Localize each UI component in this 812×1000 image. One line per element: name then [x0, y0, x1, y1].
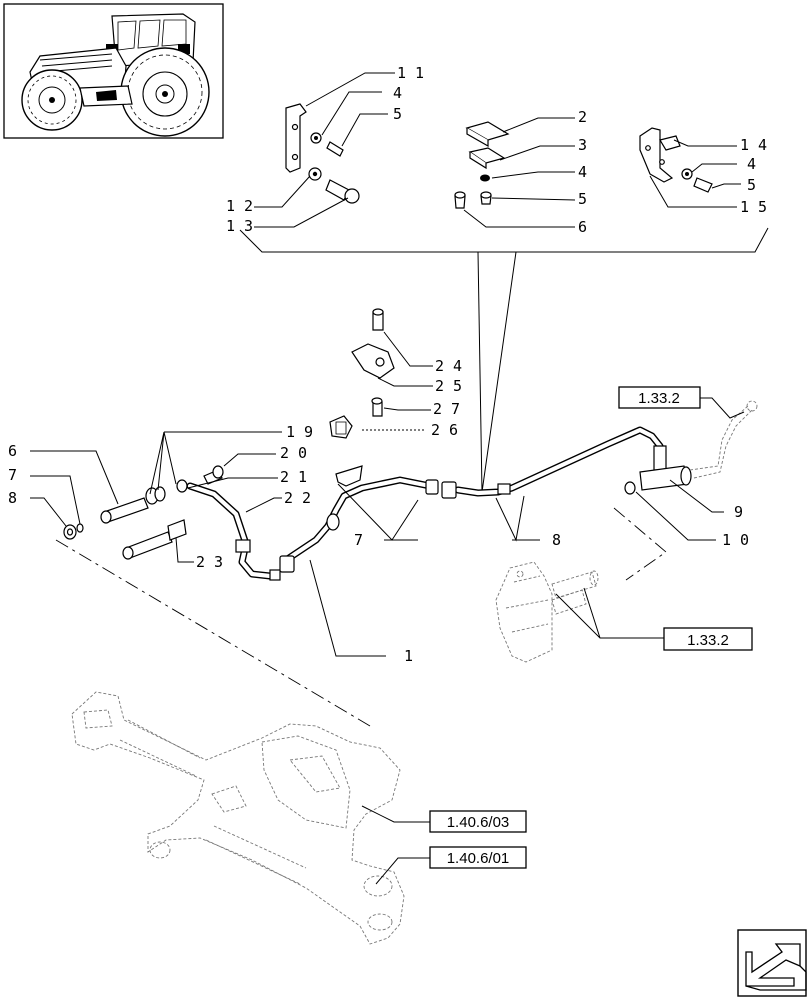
callout-25: 2 5	[435, 377, 462, 395]
callout-6a: 6	[8, 442, 17, 460]
ref-box-4[interactable]: 1.40.6/01	[429, 846, 527, 869]
leader-ref2	[555, 587, 664, 639]
leader-3	[499, 145, 575, 161]
callout-21: 2 1	[280, 468, 307, 486]
leader-top-to-pipe	[477, 251, 517, 493]
leader-24	[383, 331, 433, 367]
leader-ref4	[375, 857, 430, 885]
bracket-group-right	[639, 127, 713, 193]
valve-block	[495, 561, 599, 663]
callout-23: 2 3	[196, 553, 223, 571]
ref-box-1[interactable]: 1.33.2	[618, 386, 701, 409]
bracket-group-left	[285, 103, 360, 204]
callout-7b: 7	[354, 531, 363, 549]
tractor-thumbnail-icon	[21, 13, 210, 137]
callout-5c: 5	[747, 176, 756, 194]
leader-23	[175, 537, 194, 563]
leader-5c	[711, 183, 741, 189]
callout-3: 3	[578, 136, 587, 154]
callout-13: 1 3	[226, 217, 253, 235]
leader-7a	[30, 475, 81, 525]
leader-11	[305, 72, 395, 107]
callout-15: 1 5	[740, 198, 767, 216]
callout-7a: 7	[8, 466, 17, 484]
callout-1: 1	[404, 647, 413, 665]
ref-box-2[interactable]: 1.33.2	[663, 627, 753, 651]
callout-4c: 4	[747, 155, 756, 173]
callout-11: 1 1	[397, 64, 424, 82]
clip-group	[329, 308, 395, 439]
callout-26: 2 6	[431, 421, 458, 439]
leader-5b	[491, 197, 576, 201]
callout-labels: 1 2 3 4 4 4 5 5 5 6 6 7 7 8 8 9 1 0 1 1 …	[8, 64, 767, 665]
leader-22	[245, 497, 282, 513]
leader-14	[673, 139, 737, 147]
leader-4b	[491, 171, 575, 179]
next-page-arrow-icon	[745, 943, 807, 991]
leader-21	[187, 477, 278, 489]
leader-ref3	[361, 805, 430, 823]
leader-25	[377, 377, 433, 387]
leader-10	[635, 491, 716, 541]
callout-24: 2 4	[435, 357, 462, 375]
brake-pipe-assembly	[186, 400, 758, 581]
callout-9: 9	[734, 503, 743, 521]
callout-20: 2 0	[280, 444, 307, 462]
callout-14: 1 4	[740, 136, 767, 154]
next-page-button[interactable]	[737, 929, 807, 997]
leader-ref1	[700, 397, 745, 419]
tractor-thumbnail	[3, 3, 224, 139]
callout-4b: 4	[578, 163, 587, 181]
leader-4c	[691, 163, 737, 173]
ref-box-1-label: 1.33.2	[638, 390, 680, 407]
ref-box-3-label: 1.40.6/03	[447, 814, 510, 831]
leader-8b	[495, 495, 525, 542]
leader-9	[669, 479, 724, 513]
fittings-left	[63, 465, 224, 560]
leader-12	[254, 175, 311, 208]
centerline-valve	[613, 507, 667, 581]
callout-10: 1 0	[722, 531, 749, 549]
ref-box-3[interactable]: 1.40.6/03	[429, 810, 527, 833]
leader-6a	[30, 450, 119, 505]
leader-27	[383, 407, 431, 411]
bracket-group-center	[454, 121, 510, 209]
leader-2	[502, 117, 575, 133]
callout-27: 2 7	[433, 400, 460, 418]
leader-20	[223, 453, 276, 467]
callout-22: 2 2	[284, 489, 311, 507]
callout-8b: 8	[552, 531, 561, 549]
centerline-axle	[55, 539, 371, 727]
leader-6b	[463, 209, 575, 228]
leader-19	[149, 431, 282, 495]
callout-4a: 4	[393, 84, 402, 102]
callout-6b: 6	[578, 218, 587, 236]
leader-1	[309, 559, 386, 657]
callout-12: 1 2	[226, 197, 253, 215]
front-axle	[71, 691, 405, 945]
callout-8a: 8	[8, 489, 17, 507]
leader-8a	[30, 497, 67, 527]
callout-5a: 5	[393, 105, 402, 123]
leader-4a	[321, 91, 382, 136]
ref-box-4-label: 1.40.6/01	[447, 850, 510, 867]
bracket-top-line	[239, 227, 769, 253]
callout-19: 1 9	[286, 423, 313, 441]
callout-2: 2	[578, 108, 587, 126]
leader-15	[649, 175, 737, 208]
ref-box-2-label: 1.33.2	[687, 632, 729, 649]
leader-5a	[341, 113, 388, 147]
leader-13	[254, 197, 349, 228]
callout-5b: 5	[578, 190, 587, 208]
